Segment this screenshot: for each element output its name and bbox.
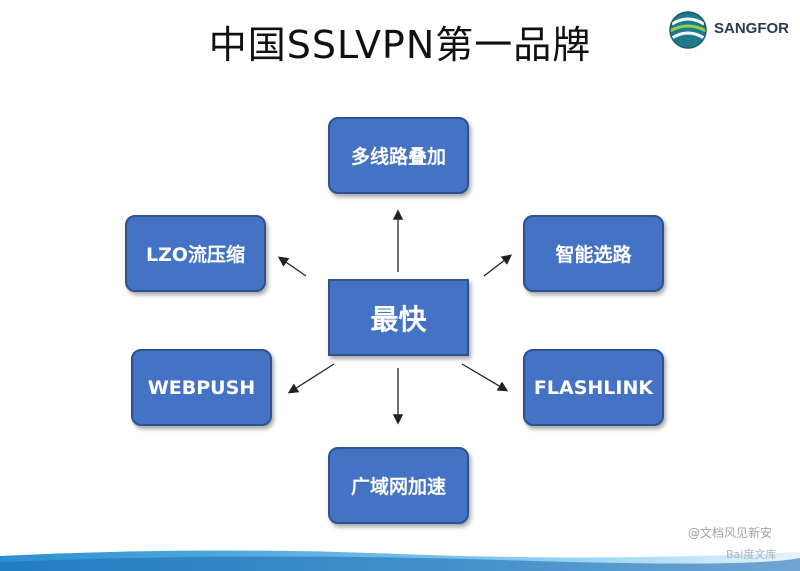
logo-text: SANGFOR	[714, 20, 789, 37]
node-lower-left: WEBPUSH	[131, 349, 272, 426]
node-upper-right: 智能选路	[523, 215, 664, 292]
arrow-to-upper-left	[277, 256, 307, 277]
arrow-to-upper-right	[483, 254, 513, 277]
arrow-to-lower-right	[461, 363, 509, 392]
node-top: 多线路叠加	[328, 117, 469, 194]
arrow-to-lower-left	[287, 363, 335, 394]
slide-title: 中国SSLVPN第一品牌	[208, 23, 592, 67]
sangfor-logo-icon	[669, 11, 707, 49]
watermark-text: @文档风见新安	[688, 526, 773, 540]
node-center: 最快	[328, 279, 469, 356]
node-lower-right: FLASHLINK	[523, 349, 664, 426]
node-bottom: 广域网加速	[328, 447, 469, 524]
node-upper-left: LZO流压缩	[125, 215, 266, 292]
bottom-wave-decoration	[0, 550, 800, 571]
baidu-wenku-mark: Bai度文库	[726, 548, 777, 561]
